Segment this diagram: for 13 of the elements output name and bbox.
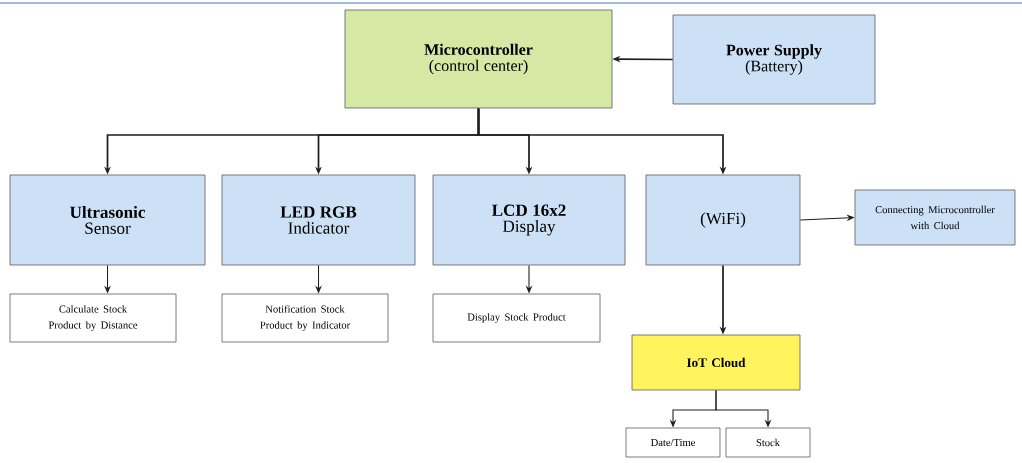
component-box: Ultrasonic Sensor: [9, 174, 206, 266]
output-box: Calculate Stock Product by Distance: [9, 293, 177, 343]
component-box: LCD 16x2 Display: [432, 174, 626, 266]
output-box: Date/Time: [625, 427, 721, 458]
component-box: (WiFi): [645, 174, 801, 266]
process-box: Microcontroller (control center): [344, 9, 613, 109]
note-box: Connecting Microcontroller with Cloud: [854, 189, 1016, 246]
output-box: Display Stock Product: [432, 293, 601, 343]
output-box: Notification Stock Product by Indicator: [221, 293, 389, 343]
process-box: Power Supply (Battery): [672, 14, 876, 105]
component-box: LED RGB Indicator: [221, 174, 416, 266]
cloud-box: IoT Cloud: [631, 334, 801, 391]
output-box: Stock: [725, 427, 811, 458]
